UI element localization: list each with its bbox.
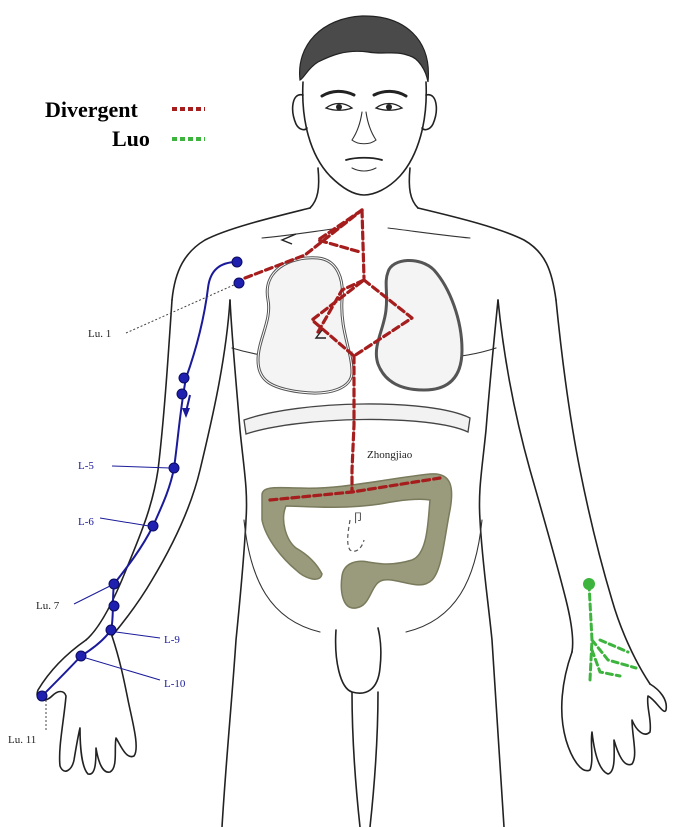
right-ear [421,94,438,131]
left-groin [243,519,321,633]
acupoint-l6 [147,520,159,532]
meridian-path [41,261,238,697]
stomach-sketch [347,519,365,552]
left-eyebrow [320,89,356,98]
label-l10: L-10 [164,678,186,690]
divergent-descent [350,354,356,494]
right-shoulder [417,207,557,301]
acupoint-lu2 [231,256,243,268]
left-lung [256,256,354,395]
legend-divergent-label: Divergent [45,97,139,122]
luo-branch-1 [590,638,638,670]
acupoint-l5 [168,462,180,474]
leader-l5 [111,465,171,469]
right-groin [405,519,483,633]
acupoint-lu1 [233,277,245,289]
torso-right-side [478,299,505,827]
label-lu7: Lu. 7 [36,600,60,612]
right-hand [560,651,668,775]
torso [171,167,557,827]
nose [351,111,377,145]
left-pupil [336,104,342,110]
luo-main [587,582,594,682]
head [291,15,438,196]
divergent-shoulder-to-throat [243,208,364,280]
chest-arrowhead [314,329,326,339]
left-lung-inner [257,257,353,394]
right-pupil [386,104,392,110]
legend: Divergent Luo [45,97,205,151]
abdominal-organs: 卩 [261,473,453,609]
acupoint-lu4 [176,388,188,400]
leader-lu1 [125,283,237,334]
divergent-channel [243,208,442,502]
divergent-inner-branch [316,278,366,334]
right-arm [497,299,668,775]
luo-branch-3 [598,638,630,654]
label-l6: L-6 [78,516,94,528]
throat-arrowhead [280,233,297,245]
label-lu11: Lu. 11 [8,734,36,746]
label-l5: L-5 [78,460,94,472]
legend-luo-label: Luo [112,126,150,151]
label-lu1: Lu. 1 [88,328,111,340]
label-zhongjiao: Zhongjiao [367,449,413,461]
acupoint-lu3 [178,372,190,384]
diaphragm-band [243,403,471,435]
label-l9: L-9 [164,634,180,646]
large-intestine [261,473,453,609]
torso-left-side [221,299,248,827]
acupoint-l9 [105,624,117,636]
acupoint-l10 [75,650,87,662]
left-arm-outer [85,299,173,641]
left-shoulder [171,207,311,301]
point-labels: Lu. 1 L-5 L-6 Lu. 7 L-9 L-10 Lu. 11 Zhon… [8,283,413,746]
leader-l6 [99,517,150,527]
divergent-intestine [268,476,442,502]
neck-left [309,167,320,209]
left-leg-inner [351,691,361,827]
acupoint-lu7 [108,578,120,590]
leader-l9 [115,631,161,639]
neck-right [408,167,419,209]
stomach-glyph: 卩 [352,511,364,525]
divergent-throat-branch [316,208,364,254]
right-clavicle [387,227,471,239]
left-hand [36,635,137,775]
face-outline [301,81,428,196]
chin-line [351,167,377,172]
divergent-down-to-chest [360,208,366,280]
mouth [345,156,383,161]
lung-meridian [36,256,245,702]
right-leg-inner [369,691,379,827]
meridian-arrowhead [182,408,190,418]
leader-lu7 [73,585,111,605]
luo-branch-2 [590,648,622,678]
left-ear [291,94,308,131]
luo-channel [583,578,638,682]
acupoint-lu11 [36,690,48,702]
left-arm-inner [111,299,231,637]
left-arm [36,299,231,775]
right-eyebrow [372,89,408,98]
hair [299,15,429,83]
right-lung [374,259,464,392]
acupoint-lu8 [108,600,120,612]
genital-outline [334,627,382,694]
right-arm-inner [497,299,574,653]
right-arm-outer [555,299,651,685]
leader-l10 [85,657,161,681]
lungs [256,256,464,395]
